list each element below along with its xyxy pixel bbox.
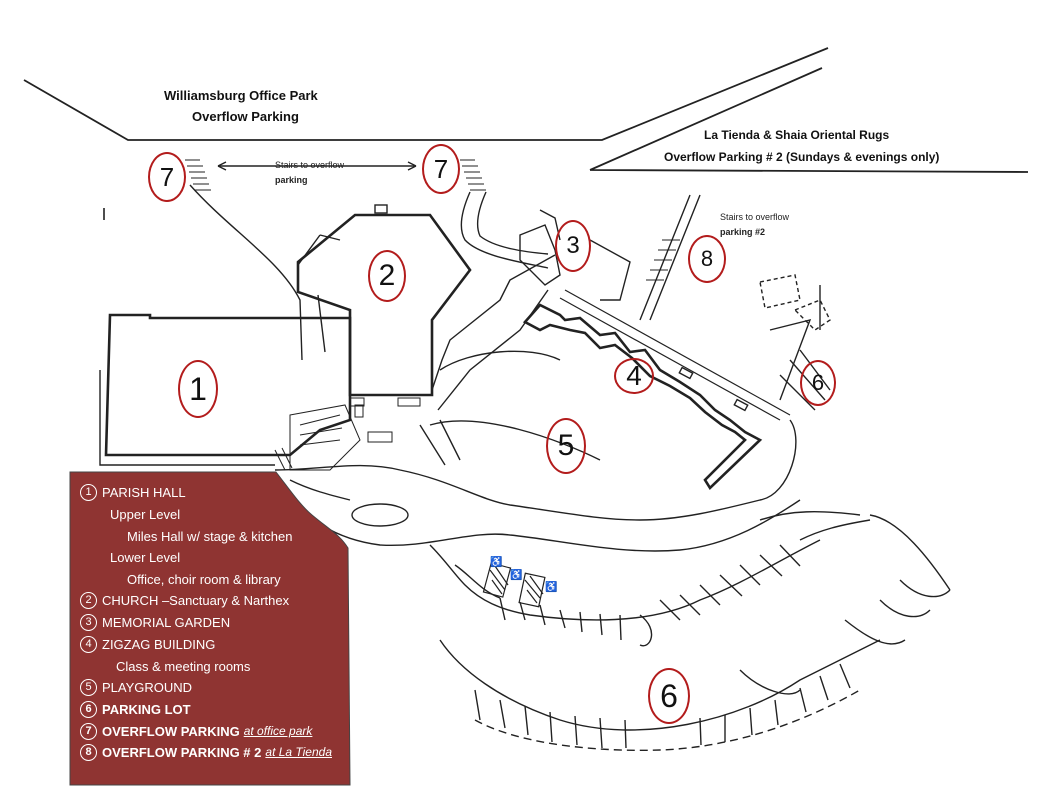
- svg-text:♿: ♿: [545, 580, 557, 593]
- marker-6-right: 6: [800, 360, 836, 406]
- overflow-parking-2-label: Overflow Parking # 2 (Sundays & evenings…: [664, 150, 940, 164]
- la-tienda-label: La Tienda & Shaia Oriental Rugs: [704, 128, 890, 142]
- stairs-label-1b: parking: [275, 175, 308, 185]
- office-park-label: Williamsburg Office Park: [164, 88, 318, 103]
- stairs-label-2a: Stairs to overflow: [720, 212, 790, 222]
- marker-6-bottom: 6: [648, 668, 690, 724]
- overflow-parking-label: Overflow Parking: [192, 109, 299, 124]
- stairs-label-2b: parking #2: [720, 227, 766, 237]
- svg-text:♿: ♿: [510, 568, 522, 581]
- stairs-label-1a: Stairs to overflow: [275, 160, 345, 170]
- marker-8: 8: [688, 235, 726, 283]
- marker-1: 1: [178, 360, 218, 418]
- marker-3: 3: [555, 220, 591, 272]
- marker-2: 2: [368, 250, 406, 302]
- marker-7-left: 7: [148, 152, 186, 202]
- svg-text:♿: ♿: [490, 555, 502, 568]
- marker-7-right: 7: [422, 144, 460, 194]
- marker-4: 4: [614, 358, 654, 394]
- marker-5: 5: [546, 418, 586, 474]
